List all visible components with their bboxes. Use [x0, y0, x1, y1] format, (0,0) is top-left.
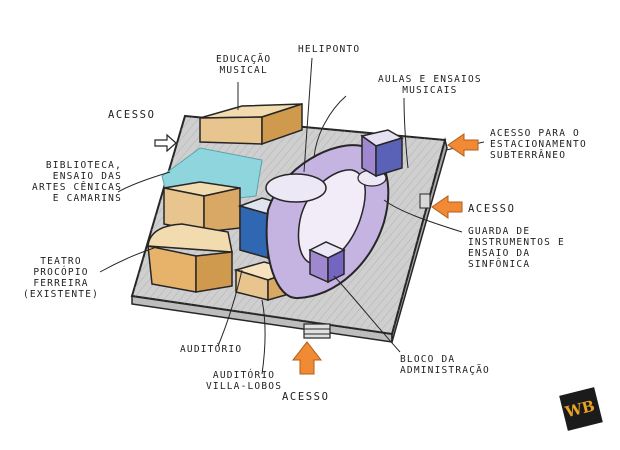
label-aulas-line2: MUSICAIS: [402, 85, 458, 96]
aulas-block-side: [375, 136, 403, 178]
teatro-block-top: [147, 223, 233, 253]
label-auditorio-villa: AUDITÓRIO VILLA-LOBOS: [206, 370, 282, 392]
label-teatro: TEATRO PROCÓPIO FERREIRA (EXISTENTE): [18, 256, 104, 300]
arrow-access-bottom: [291, 341, 323, 375]
label-aulas: AULAS E ENSAIOS MUSICAIS: [378, 74, 482, 96]
teatro-block-side: [195, 251, 233, 293]
label-guarda-line3: ENSAIO DA: [468, 248, 531, 259]
label-estacionamento-line2: ESTACIONAMENTO: [490, 139, 587, 150]
leader-lines: [99, 57, 485, 375]
heliponto-disc: [265, 173, 327, 203]
label-guarda-line2: INSTRUMENTOS E: [468, 237, 565, 248]
label-bloco-line2: ADMINISTRAÇÃO: [400, 365, 490, 376]
entrance-steps: [303, 323, 331, 339]
blue-block-front: [239, 205, 269, 259]
admin-block-side: [327, 248, 345, 284]
label-guarda-line1: GUARDA DE: [468, 226, 531, 237]
label-biblioteca: BIBLIOTECA, ENSAIO DAS ARTES CÊNICAS E C…: [30, 160, 122, 204]
label-guarda: GUARDA DE INSTRUMENTOS E ENSAIO DA SINFÔ…: [468, 226, 565, 270]
label-acesso-top: ACESSO: [108, 109, 156, 121]
side-ramp: [419, 193, 431, 209]
label-acesso-bottom: ACESSO: [282, 391, 330, 403]
arrow-access-parking: [447, 133, 479, 157]
label-bloco: BLOCO DA ADMINISTRAÇÃO: [400, 354, 490, 376]
label-estacionamento-line1: ACESSO PARA O: [490, 128, 580, 139]
logo-badge: [559, 387, 603, 431]
label-teatro-line1: TEATRO: [40, 256, 82, 267]
biblioteca-block-side: [203, 187, 241, 233]
label-biblioteca-line2: ENSAIO DAS: [52, 171, 122, 182]
label-heliponto: HELIPONTO: [298, 44, 361, 55]
label-aulas-line1: AULAS E ENSAIOS: [378, 74, 482, 85]
label-bloco-line1: BLOCO DA: [400, 354, 456, 365]
label-estacionamento-line3: SUBTERRÂNEO: [490, 150, 567, 161]
label-auditorio-villa-line1: AUDITÓRIO: [212, 370, 276, 381]
label-auditorio-villa-line2: VILLA-LOBOS: [206, 381, 283, 392]
label-estacionamento: ACESSO PARA O ESTACIONAMENTO SUBTERRÂNEO: [490, 128, 587, 161]
label-educacao: EDUCAÇÃO MUSICAL: [216, 54, 271, 76]
label-guarda-line4: SINFÔNICA: [468, 259, 531, 270]
label-biblioteca-line1: BIBLIOTECA,: [45, 160, 122, 171]
label-acesso-right: ACESSO: [468, 203, 516, 215]
arrow-access-top: [154, 133, 177, 153]
educacao-block-front: [199, 116, 263, 145]
label-auditorio: AUDITÓRIO: [180, 344, 243, 355]
label-biblioteca-line3: ARTES CÊNICAS: [32, 182, 122, 193]
label-teatro-line2: PROCÓPIO: [33, 267, 89, 278]
arrow-access-right: [431, 195, 463, 219]
educacao-block-side: [261, 102, 303, 146]
label-teatro-line3: FERREIRA: [33, 278, 89, 289]
label-teatro-line4: (EXISTENTE): [22, 289, 100, 300]
label-educacao-line2: MUSICAL: [219, 65, 268, 76]
label-biblioteca-line4: E CAMARINS: [52, 193, 122, 204]
label-educacao-line1: EDUCAÇÃO: [216, 54, 272, 65]
